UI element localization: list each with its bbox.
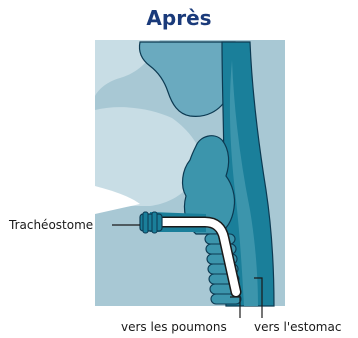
label-tracheostome: Trachéostome (9, 218, 93, 232)
tube-connector (140, 212, 162, 233)
label-vers-l-estomac: vers l'estomac (254, 320, 341, 334)
label-vers-les-poumons: vers les poumons (121, 320, 227, 334)
